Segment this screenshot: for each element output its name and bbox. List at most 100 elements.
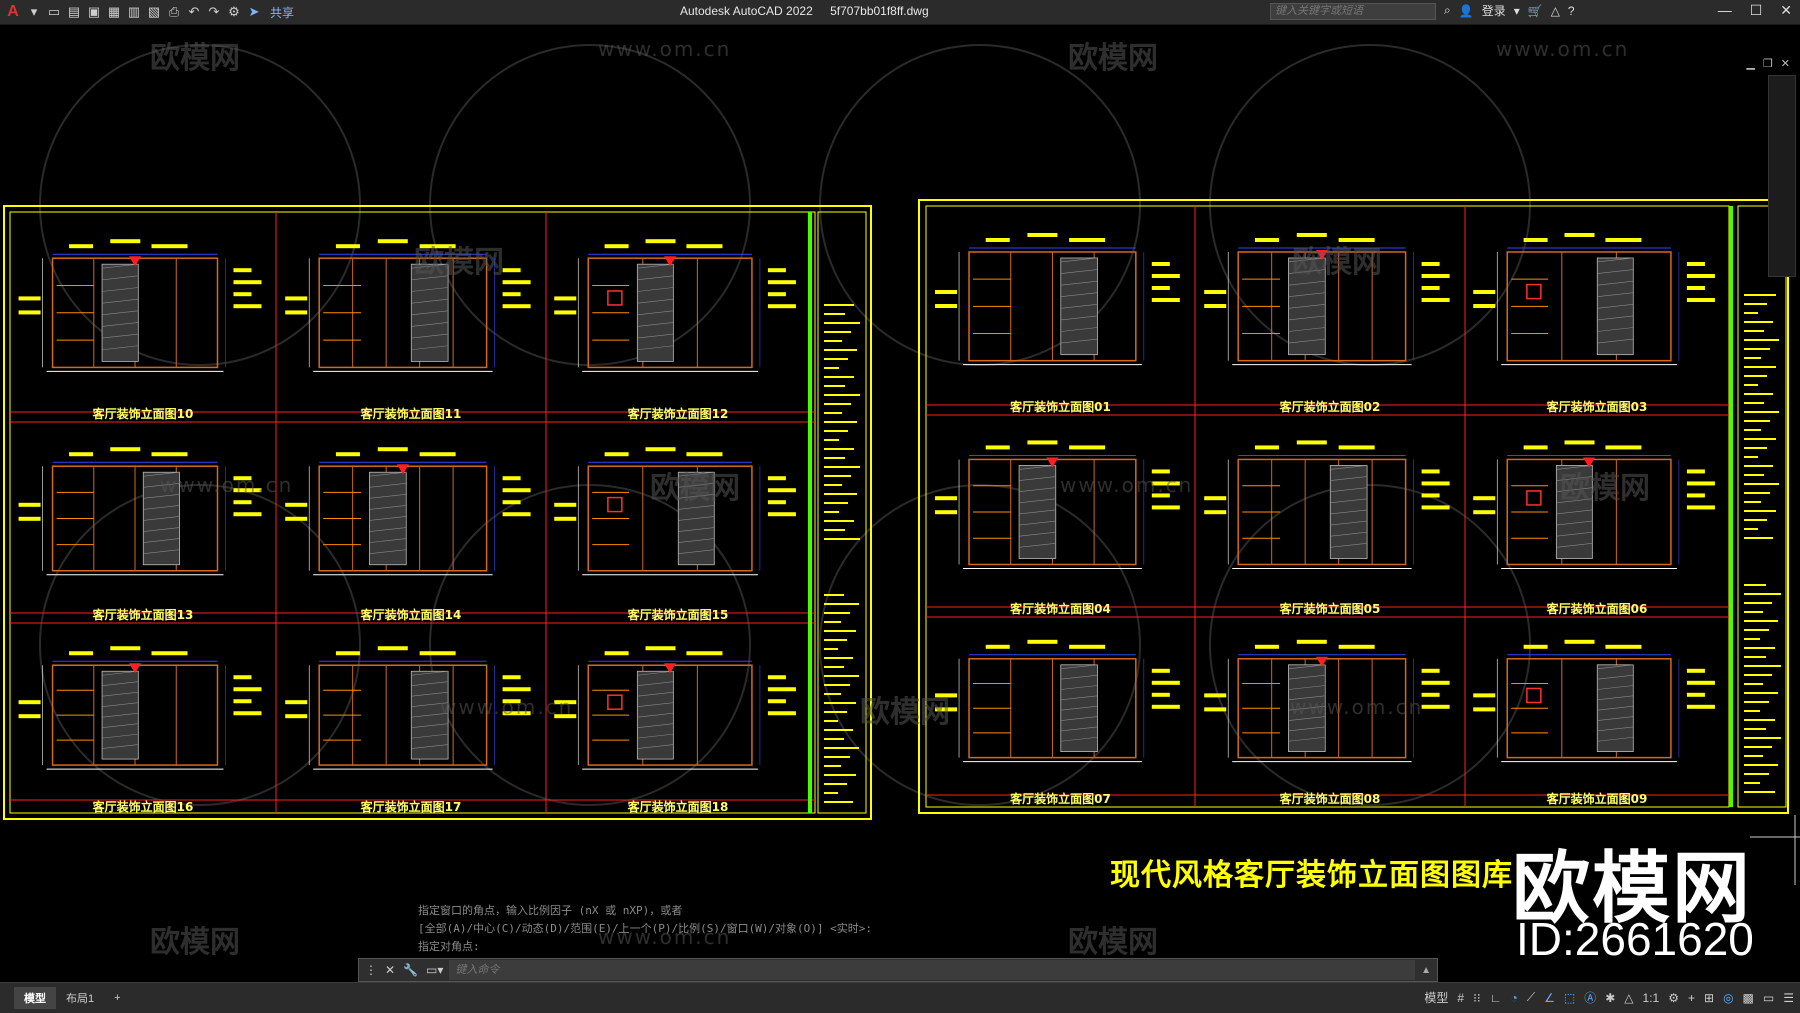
snap-icon[interactable]: ⁝⁝: [1473, 990, 1481, 1005]
watermark-logo: 欧模网: [414, 245, 504, 280]
customize-menu-icon[interactable]: ☰: [1783, 990, 1794, 1005]
annotation-tags: [935, 639, 1180, 712]
help-search-input[interactable]: [1270, 3, 1436, 20]
autodesk-app-icon[interactable]: △: [1550, 3, 1560, 18]
redo-icon[interactable]: ↷: [208, 4, 220, 19]
watermark-url: www.om.cn: [1290, 695, 1424, 719]
watermark-logo: 欧模网: [1068, 41, 1158, 76]
elevation-drawing[interactable]: 客厅装饰立面图07: [935, 639, 1180, 806]
share-icon[interactable]: ➤: [248, 4, 260, 19]
annotation-scale-icon[interactable]: △: [1624, 990, 1634, 1005]
ortho-icon[interactable]: ∟: [1489, 990, 1502, 1005]
recent-commands-icon[interactable]: ▭▾: [426, 963, 444, 977]
elevation-drawing[interactable]: 客厅装饰立面图15: [554, 447, 796, 622]
saveas-icon[interactable]: ▦: [107, 4, 121, 19]
elevation-label: 客厅装饰立面图10: [92, 406, 194, 421]
minimize-icon[interactable]: —: [1717, 2, 1732, 18]
model-space-button[interactable]: 模型: [1424, 991, 1449, 1005]
gear-icon[interactable]: ⚙: [1668, 990, 1679, 1005]
elevation-label: 客厅装饰立面图12: [627, 406, 729, 421]
add-layout-button[interactable]: +: [114, 992, 121, 1004]
elevation-label: 客厅装饰立面图07: [1009, 791, 1111, 806]
elevation-drawing[interactable]: 客厅装饰立面图14: [285, 447, 531, 622]
osnap-icon[interactable]: ⟋: [1526, 990, 1536, 1004]
elevation-drawing[interactable]: 客厅装饰立面图04: [935, 440, 1180, 616]
close-icon[interactable]: ✕: [385, 963, 396, 977]
viewport-close-icon[interactable]: ✕: [1780, 58, 1790, 70]
auto-scale-icon[interactable]: ✱: [1605, 990, 1616, 1005]
elevation-drawing[interactable]: 客厅装饰立面图02: [1204, 232, 1450, 414]
annotation-tags: [554, 447, 796, 521]
command-history: 指定窗口的角点，输入比例因子 (nX 或 nXP)，或者 [全部(A)/中心(C…: [418, 902, 872, 956]
elevation-label: 客厅装饰立面图02: [1279, 399, 1381, 414]
command-history-toggle-icon[interactable]: ▲: [1421, 964, 1431, 976]
save-web-icon[interactable]: ▧: [147, 4, 161, 19]
undo-icon[interactable]: ↶: [188, 4, 200, 19]
polar-icon[interactable]: ◔: [1510, 990, 1518, 1005]
drag-handle-icon[interactable]: ⋮: [365, 963, 377, 977]
elevation-drawing[interactable]: 客厅装饰立面图17: [285, 646, 531, 814]
user-icon[interactable]: 👤: [1458, 3, 1474, 18]
grid-icon[interactable]: #: [1457, 990, 1465, 1005]
elevation-drawing[interactable]: 客厅装饰立面图09: [1473, 639, 1715, 806]
annotation-tags: [285, 646, 531, 719]
elevation-drawing[interactable]: 客厅装饰立面图08: [1204, 639, 1450, 806]
viewport-minimize-icon[interactable]: ▁: [1746, 58, 1755, 70]
viewport-restore-icon[interactable]: ❐: [1762, 58, 1773, 70]
new-icon[interactable]: ▭: [47, 4, 61, 19]
save-icon[interactable]: ▣: [87, 4, 101, 19]
dropdown-icon[interactable]: ▾: [30, 4, 38, 19]
open-icon[interactable]: ▤: [67, 4, 81, 19]
maximize-icon[interactable]: ☐: [1749, 2, 1763, 18]
watermark-logo: 欧模网: [1292, 245, 1382, 280]
annotation-tags: [554, 239, 796, 315]
workspace-icon[interactable]: ⚙: [228, 4, 240, 19]
login-button[interactable]: 登录: [1481, 4, 1506, 18]
elevation-drawing[interactable]: 客厅装饰立面图10: [18, 239, 262, 421]
open-web-icon[interactable]: ▥: [127, 4, 141, 19]
elevation-drawing[interactable]: 客厅装饰立面图18: [554, 646, 796, 814]
navigation-bar[interactable]: [1768, 75, 1796, 277]
crosshair-icon[interactable]: +: [1687, 990, 1695, 1005]
elevation-drawing[interactable]: 客厅装饰立面图01: [935, 232, 1180, 414]
isolate-icon[interactable]: ◎: [1723, 990, 1734, 1005]
infocenter: ⌕ 👤 登录 ▾ 🛒 △ ?: [1444, 2, 1575, 19]
dynamic-input-icon[interactable]: ⬚: [1563, 990, 1576, 1005]
help-icon[interactable]: ?: [1567, 3, 1575, 18]
chevron-down-icon[interactable]: ▾: [1513, 3, 1520, 18]
tab-model[interactable]: 模型: [14, 987, 56, 1009]
hardware-icon[interactable]: ▩: [1742, 990, 1754, 1005]
application-menu-button[interactable]: A: [7, 3, 19, 20]
elevation-label: 客厅装饰立面图18: [627, 799, 729, 814]
annotation-tags: [1204, 440, 1450, 515]
clean-screen-icon[interactable]: ▭: [1762, 990, 1775, 1005]
annotation-tags: [1204, 232, 1450, 309]
command-input[interactable]: [449, 960, 1416, 980]
annotation-visibility-icon[interactable]: Ⓐ: [1584, 991, 1597, 1005]
legend-strip: [824, 304, 860, 803]
customize-icon[interactable]: 🔧: [403, 963, 419, 977]
units-icon[interactable]: ⊞: [1704, 990, 1715, 1005]
otrack-icon[interactable]: ∠: [1544, 990, 1555, 1005]
annotation-tags: [18, 646, 262, 719]
elevation-label: 客厅装饰立面图06: [1546, 601, 1648, 616]
elevation-label: 客厅装饰立面图15: [627, 607, 729, 622]
print-icon[interactable]: ⎙: [168, 4, 180, 19]
elevation-drawing[interactable]: 客厅装饰立面图03: [1473, 232, 1715, 414]
elevation-drawing[interactable]: 客厅装饰立面图05: [1204, 440, 1450, 616]
close-icon[interactable]: ✕: [1780, 2, 1792, 18]
watermark-url: www.om.cn: [1496, 37, 1630, 61]
elevation-drawing[interactable]: 客厅装饰立面图06: [1473, 440, 1715, 616]
elevation-drawing[interactable]: 客厅装饰立面图12: [554, 239, 796, 421]
elevation-drawing[interactable]: 客厅装饰立面图11: [285, 239, 531, 421]
cart-icon[interactable]: 🛒: [1527, 3, 1543, 18]
elevation-drawing[interactable]: 客厅装饰立面图13: [18, 447, 262, 622]
search-icon[interactable]: ⌕: [1444, 3, 1451, 17]
tab-layout1[interactable]: 布局1: [66, 993, 95, 1005]
share-button[interactable]: 共享: [270, 5, 295, 20]
elevation-drawing[interactable]: 客厅装饰立面图16: [18, 646, 262, 814]
annotation-scale-value[interactable]: 1:1: [1642, 990, 1660, 1005]
